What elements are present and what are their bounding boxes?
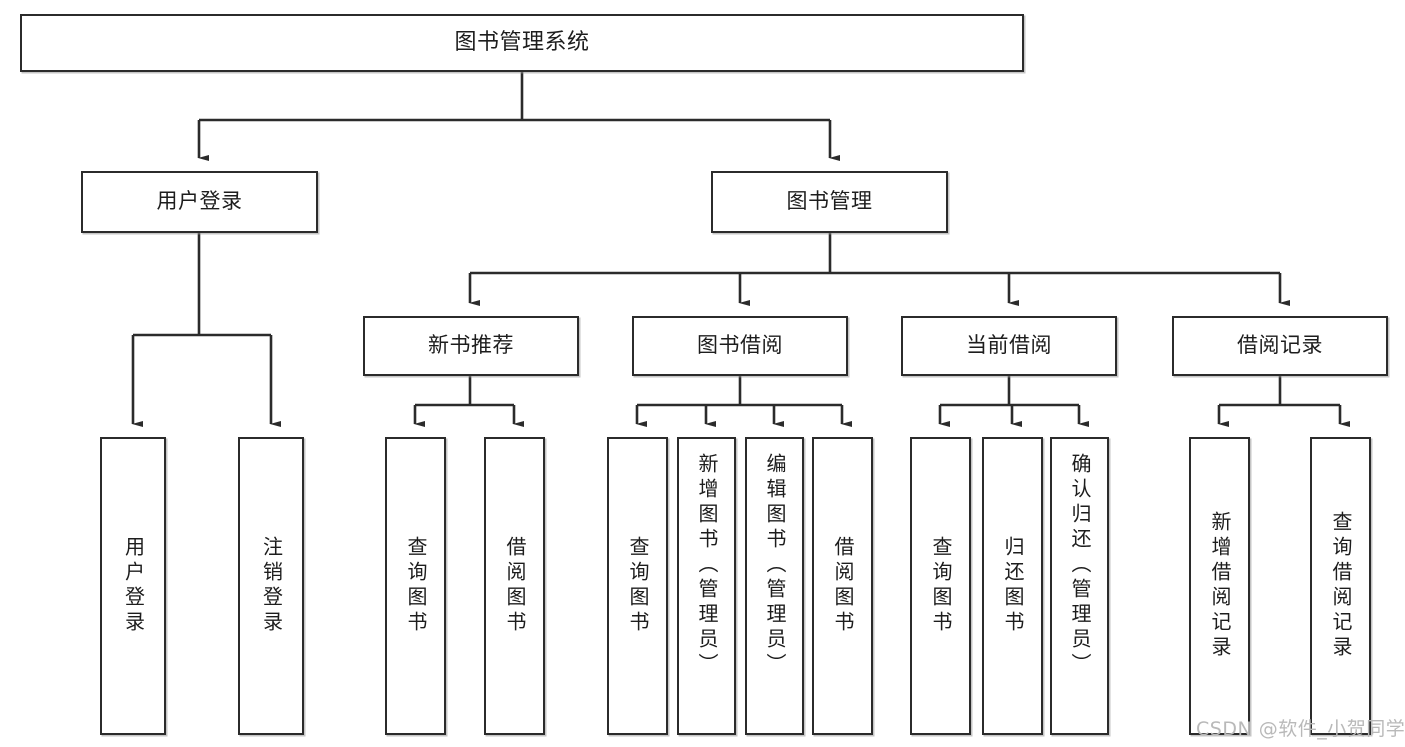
leaf-user-login-label: 用户登录 <box>121 536 146 636</box>
node-level2-book-borrow-label: 图书借阅 <box>697 333 783 358</box>
leaf-borrow-book-recommend[interactable]: 借阅图书 <box>484 437 545 735</box>
node-level2-current-borrow-label: 当前借阅 <box>966 333 1052 358</box>
node-level2-borrow-record[interactable]: 借阅记录 <box>1172 316 1388 376</box>
leaf-edit-book-admin[interactable]: 编辑图书（管理员） <box>745 437 804 735</box>
leaf-add-borrow-record[interactable]: 新增借阅记录 <box>1189 437 1250 735</box>
leaf-borrow-book-label: 借阅图书 <box>831 536 855 636</box>
node-level2-borrow-record-label: 借阅记录 <box>1237 333 1323 358</box>
leaf-confirm-return-admin[interactable]: 确认归还（管理员） <box>1050 437 1109 735</box>
node-level1-user-login-label: 用户登录 <box>156 189 243 214</box>
leaf-user-login[interactable]: 用户登录 <box>100 437 166 735</box>
node-level2-current-borrow[interactable]: 当前借阅 <box>901 316 1117 376</box>
leaf-add-book-admin[interactable]: 新增图书（管理员） <box>677 437 736 735</box>
node-level1-book-management[interactable]: 图书管理 <box>711 171 948 233</box>
leaf-query-book-borrow-label: 查询图书 <box>626 536 650 636</box>
leaf-query-borrow-record-label: 查询借阅记录 <box>1329 511 1353 661</box>
leaf-query-book-current[interactable]: 查询图书 <box>910 437 971 735</box>
leaf-confirm-return-admin-label: 确认归还（管理员） <box>1068 453 1092 678</box>
node-level2-new-book-recommend-label: 新书推荐 <box>428 333 514 358</box>
leaf-borrow-book-recommend-label: 借阅图书 <box>503 536 527 636</box>
node-root-label: 图书管理系统 <box>454 29 590 55</box>
leaf-add-borrow-record-label: 新增借阅记录 <box>1208 511 1232 661</box>
leaf-return-book-label: 归还图书 <box>1001 536 1025 636</box>
leaf-edit-book-admin-label: 编辑图书（管理员） <box>763 453 787 678</box>
leaf-query-book-borrow[interactable]: 查询图书 <box>607 437 668 735</box>
leaf-query-book-recommend-label: 查询图书 <box>404 536 428 636</box>
leaf-query-borrow-record[interactable]: 查询借阅记录 <box>1310 437 1371 735</box>
node-level1-user-login[interactable]: 用户登录 <box>81 171 318 233</box>
leaf-query-book-current-label: 查询图书 <box>929 536 953 636</box>
leaf-logout[interactable]: 注销登录 <box>238 437 304 735</box>
node-root[interactable]: 图书管理系统 <box>20 14 1024 72</box>
leaf-query-book-recommend[interactable]: 查询图书 <box>385 437 446 735</box>
leaf-add-book-admin-label: 新增图书（管理员） <box>695 453 719 678</box>
watermark: CSDN @软件_小贺同学 <box>1196 718 1405 740</box>
node-level2-new-book-recommend[interactable]: 新书推荐 <box>363 316 579 376</box>
node-level2-book-borrow[interactable]: 图书借阅 <box>632 316 848 376</box>
leaf-borrow-book[interactable]: 借阅图书 <box>812 437 873 735</box>
leaf-return-book[interactable]: 归还图书 <box>982 437 1043 735</box>
node-level1-book-management-label: 图书管理 <box>786 189 873 214</box>
leaf-logout-label: 注销登录 <box>259 536 284 636</box>
